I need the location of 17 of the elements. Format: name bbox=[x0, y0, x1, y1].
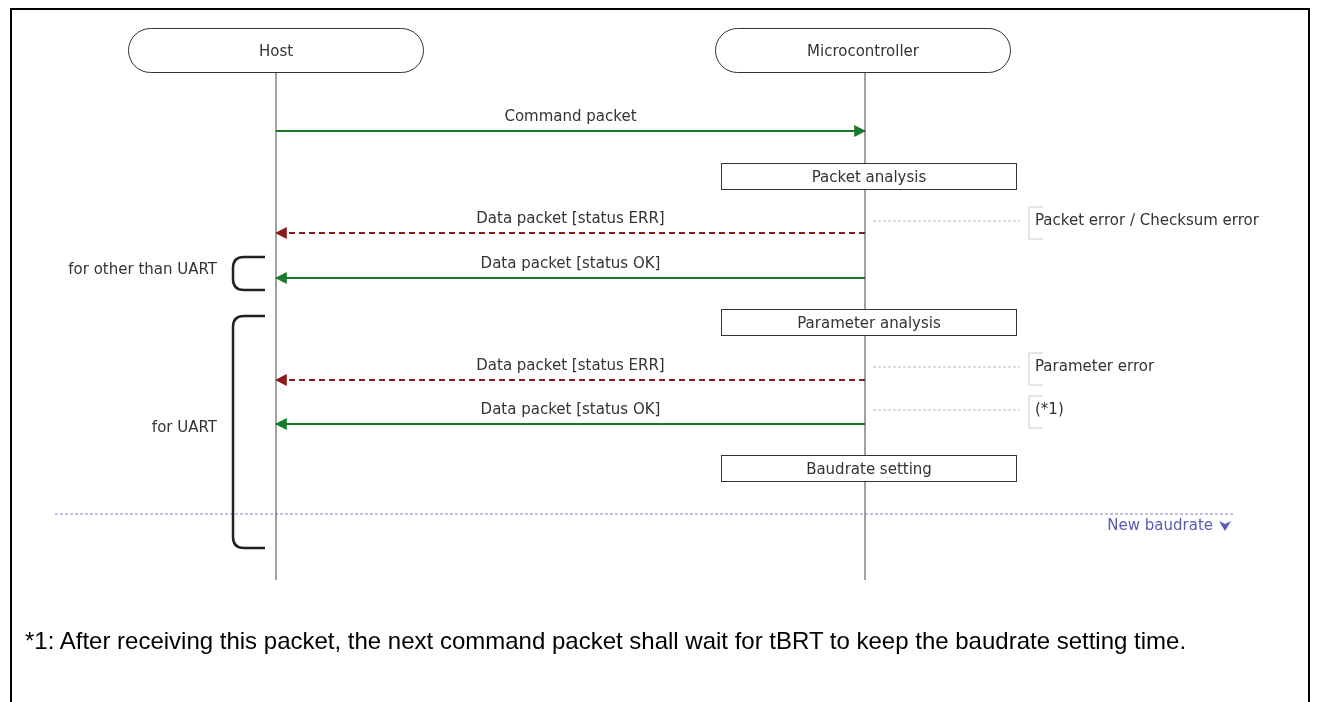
edge-label: Data packet [status ERR] bbox=[476, 356, 665, 374]
footnote-text: *1: After receiving this packet, the next command packet shall wait for tBRT to keep the baudrate setting time. bbox=[25, 626, 1188, 656]
bracket-label: for other than UART bbox=[68, 260, 217, 278]
note-text: Packet error / Checksum error bbox=[1035, 211, 1259, 229]
note-text: (*1) bbox=[1035, 400, 1064, 418]
bracket-label: for UART bbox=[151, 418, 217, 436]
edge-label: Data packet [status ERR] bbox=[476, 209, 665, 227]
edge-label: Command packet bbox=[504, 107, 637, 125]
arrow bbox=[274, 418, 866, 430]
arrow bbox=[274, 272, 866, 284]
edge-label: Data packet [status OK] bbox=[480, 400, 661, 418]
arrow bbox=[274, 374, 866, 386]
arrow bbox=[275, 125, 867, 137]
arrow bbox=[274, 227, 866, 239]
divider-label: New baudrate bbox=[1107, 516, 1213, 534]
edge-label: Data packet [status OK] bbox=[480, 254, 661, 272]
note-text: Parameter error bbox=[1035, 357, 1155, 375]
